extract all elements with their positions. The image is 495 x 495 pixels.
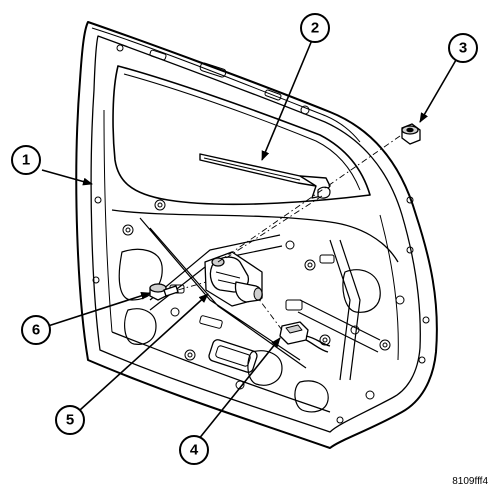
handle-recess (208, 339, 258, 373)
slot (319, 254, 335, 264)
wiring-connector (279, 321, 331, 353)
liftgate-inner-flange (90, 35, 421, 433)
handle-recess-inner (215, 345, 251, 367)
top-slot (199, 62, 227, 78)
connector-latch (285, 324, 303, 334)
access-hole (294, 380, 329, 413)
connector-body (279, 321, 309, 345)
callout-2: 2 (300, 13, 330, 43)
leader-6 (47, 291, 151, 327)
callout-number: 6 (32, 322, 40, 339)
callout-number: 2 (311, 20, 319, 37)
cross-brace (297, 299, 381, 353)
callout-number: 4 (190, 442, 199, 459)
connector-wire (305, 335, 331, 353)
figure-id-code: 8109fff4 (452, 476, 488, 487)
bolt-to-bracket-line (177, 281, 207, 291)
wiper-motor (204, 251, 263, 307)
slot (199, 315, 223, 329)
callout-circle (55, 405, 85, 435)
top-slot (264, 89, 282, 101)
inner-panel-lower-edge (111, 331, 331, 413)
liftgate-panel (75, 21, 438, 449)
wiper-motor-end-cap (253, 287, 263, 301)
arm-to-motor-line (225, 195, 323, 259)
wiper-motor-gear-cover (215, 271, 241, 285)
leader-5 (79, 293, 209, 411)
bolt-shank (163, 285, 179, 297)
callout-circle (448, 33, 478, 63)
access-hole (124, 308, 157, 345)
access-hole (342, 269, 381, 313)
window-opening-lip (123, 73, 361, 191)
window-opening (112, 65, 371, 206)
nut-3 (401, 123, 421, 145)
inner-panel-beltline (111, 209, 399, 263)
slot (285, 299, 303, 311)
right-pillar-inner (379, 214, 399, 361)
bolt-head-top (149, 283, 167, 293)
callout-circle (300, 13, 330, 43)
leader-3 (419, 59, 457, 123)
leader-4 (197, 337, 281, 441)
access-hole (247, 350, 283, 386)
callout-5: 5 (55, 405, 85, 435)
nut-to-motor-line (217, 135, 401, 263)
callout-number: 3 (459, 40, 467, 57)
leader-1 (41, 169, 93, 186)
top-slot (149, 49, 167, 61)
callout-number: 5 (66, 412, 74, 429)
callout-6: 6 (21, 315, 51, 345)
wiper-blade-rubber (203, 157, 301, 181)
leader-2 (261, 39, 313, 161)
cross-brace (329, 239, 361, 381)
wiper-arm-pivot (317, 186, 331, 199)
callout-leaders (41, 39, 457, 441)
callout-number: 1 (22, 152, 30, 169)
top-hole (116, 44, 124, 52)
clip-holes (92, 196, 430, 424)
callout-circle (179, 435, 209, 465)
callout-circle (21, 315, 51, 345)
callout-1: 1 (11, 145, 41, 175)
upper-ridge (91, 27, 361, 143)
callout-4: 4 (179, 435, 209, 465)
callout-3: 3 (448, 33, 478, 63)
assembly-lines (177, 135, 401, 331)
callout-circle (11, 145, 41, 175)
nut-hole (406, 127, 414, 133)
top-hole (300, 105, 310, 115)
